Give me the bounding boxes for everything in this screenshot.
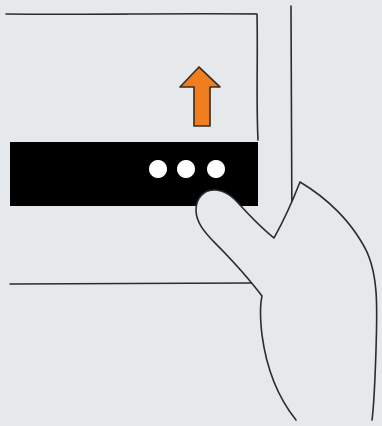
- screen-top-outline: [6, 14, 258, 140]
- more-dot: [149, 160, 167, 178]
- screen-divider-line: [10, 283, 252, 284]
- more-horizontal-icon: [149, 160, 225, 178]
- arrow-up-icon: [180, 67, 220, 126]
- more-dot: [177, 160, 195, 178]
- hand-pointer-icon: [196, 182, 377, 420]
- more-dot: [207, 160, 225, 178]
